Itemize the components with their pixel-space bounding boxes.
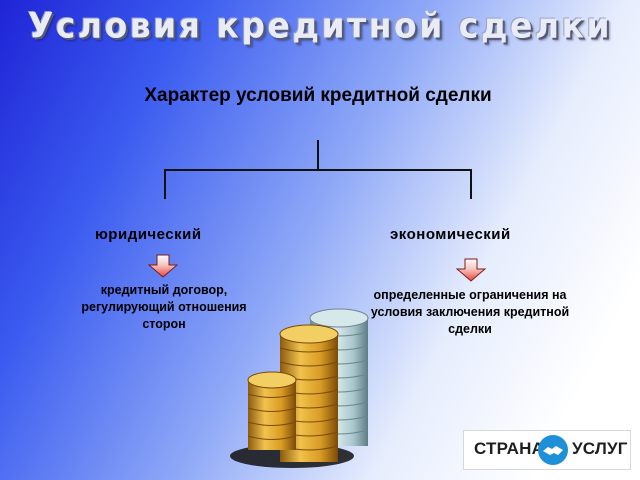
branch-description-legal: кредитный договор, регулирующий отношени… <box>81 283 247 331</box>
watermark-logo: СТРАНА УСЛУГ <box>463 430 631 470</box>
connector-right-drop <box>470 169 472 199</box>
connector-left-drop <box>164 169 166 199</box>
connector-stem <box>317 140 319 170</box>
root-node: Характер условий кредитной сделки <box>144 85 492 106</box>
logo-text-left: СТРАНА <box>474 439 545 458</box>
branch-label-legal: юридический <box>95 226 202 243</box>
coin-stacks-illustration <box>230 308 369 468</box>
down-arrow-icon <box>148 254 178 278</box>
connector-horizontal <box>164 169 472 171</box>
down-arrow-icon <box>456 258 486 282</box>
branch-label-economic: экономический <box>390 226 511 243</box>
logo-text-right: УСЛУГ <box>572 439 628 458</box>
branch-description-economic: определенные ограничения на условия закл… <box>370 288 570 336</box>
slide-title: Условия кредитной сделки <box>27 5 613 46</box>
handshake-icon <box>538 435 568 465</box>
